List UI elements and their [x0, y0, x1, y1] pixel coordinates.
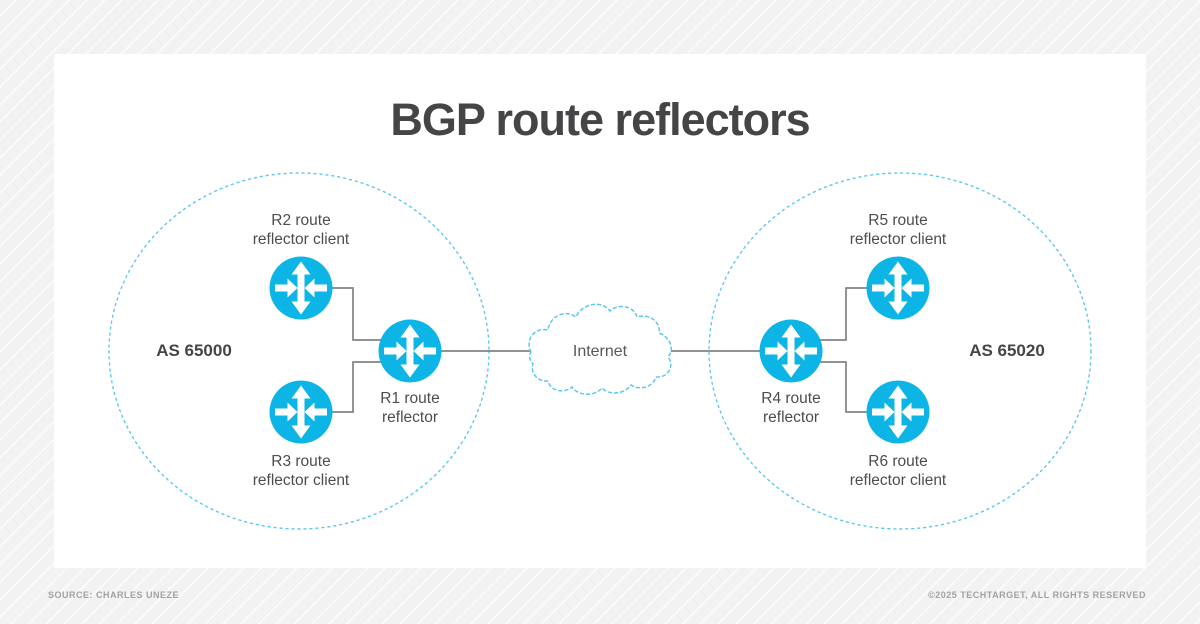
router-icon-r4 — [759, 319, 823, 383]
label-r3: R3 route reflector client — [253, 452, 349, 490]
label-r5-line1: R5 route — [868, 212, 928, 229]
router-icon-r3 — [269, 380, 333, 444]
label-r4-line2: reflector — [762, 409, 819, 426]
footer-source: SOURCE: CHARLES UNEZE — [48, 590, 180, 600]
link-r4-r5 — [798, 287, 882, 341]
label-r2-line1: R2 route — [271, 212, 331, 229]
page-title: BGP route reflectors — [390, 94, 810, 145]
label-as-65020: AS 65020 — [969, 341, 1045, 360]
label-r6-line2: reflector client — [849, 472, 947, 489]
router-icon-r5 — [866, 256, 930, 320]
internet-cloud-icon — [528, 303, 672, 395]
footer-copyright: ©2025 TECHTARGET, ALL RIGHTS RESERVED — [928, 590, 1146, 600]
label-r1-line2: reflector — [381, 409, 438, 426]
link-r4-r6 — [798, 361, 882, 413]
link-r3-r1 — [318, 361, 402, 413]
router-icon-r6 — [866, 380, 930, 444]
label-r6-line1: R6 route — [868, 453, 928, 470]
label-r6: R6 route reflector client — [850, 452, 946, 490]
label-r1: R1 route reflector — [380, 389, 439, 427]
link-r2-r1 — [318, 287, 402, 341]
label-internet: Internet — [572, 343, 628, 360]
router-icon-r1 — [378, 319, 442, 383]
label-r4-line1: R4 route — [761, 390, 821, 407]
label-r2-line2: reflector client — [252, 231, 350, 248]
as-65020-boundary — [708, 172, 1092, 530]
label-as-65000: AS 65000 — [156, 341, 232, 360]
label-r4: R4 route reflector — [761, 389, 820, 427]
router-icon-r2 — [269, 256, 333, 320]
label-r3-line2: reflector client — [252, 472, 350, 489]
label-r5-line2: reflector client — [849, 231, 947, 248]
label-r3-line1: R3 route — [271, 453, 331, 470]
label-r5: R5 route reflector client — [850, 211, 946, 249]
label-r2: R2 route reflector client — [253, 211, 349, 249]
label-r1-line1: R1 route — [380, 390, 440, 407]
